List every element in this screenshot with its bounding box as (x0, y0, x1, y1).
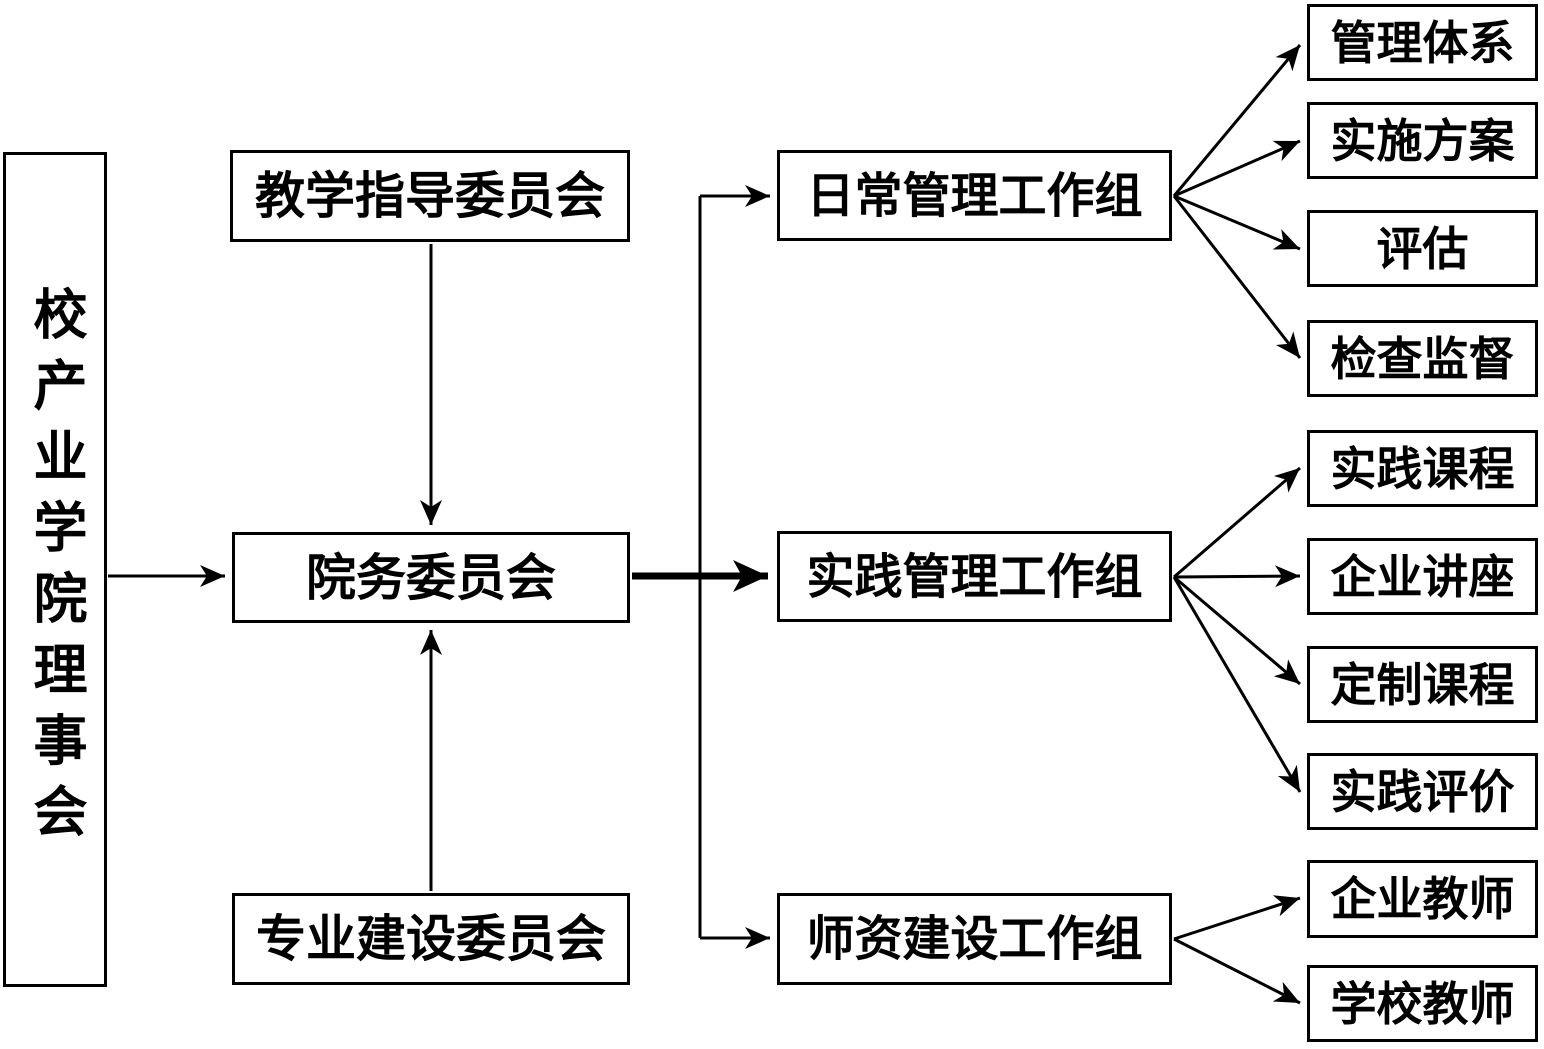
node-inspection-supervision: 检查监督 (1307, 320, 1538, 397)
node-implementation-plan: 实施方案 (1307, 102, 1538, 179)
node-management-system: 管理体系 (1307, 4, 1538, 81)
node-board: 校产业学院理事会 (3, 152, 107, 987)
node-teaching-committee: 教学指导委员会 (230, 150, 630, 242)
node-council-committee: 院务委员会 (232, 532, 630, 623)
node-custom-course: 定制课程 (1307, 646, 1538, 723)
node-enterprise-teacher: 企业教师 (1307, 860, 1538, 938)
node-daily-group: 日常管理工作组 (777, 150, 1172, 241)
node-enterprise-lecture: 企业讲座 (1307, 538, 1538, 615)
node-practice-evaluation: 实践评价 (1307, 753, 1538, 830)
node-school-teacher: 学校教师 (1307, 965, 1538, 1042)
node-faculty-group: 师资建设工作组 (777, 893, 1172, 985)
node-major-committee: 专业建设委员会 (232, 893, 630, 985)
node-practice-group: 实践管理工作组 (777, 531, 1172, 622)
node-practice-course: 实践课程 (1307, 430, 1538, 507)
node-evaluation: 评估 (1307, 210, 1538, 287)
